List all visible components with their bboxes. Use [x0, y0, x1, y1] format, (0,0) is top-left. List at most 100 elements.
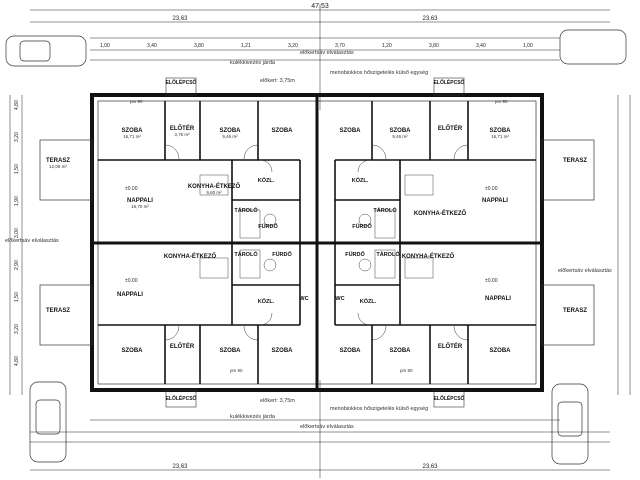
left-dimension-value: 3,20 [14, 132, 20, 142]
room-tarolo-bl: TÁROLÓ [234, 250, 258, 258]
half-dimension-top-left: 23,63 [172, 16, 188, 22]
area-nappali-tl: 16,70 m² [131, 204, 149, 209]
room-szoba-br2: SZOBA [390, 348, 412, 354]
room-konyha-tr: KONYHA-ÉTKEZŐ [414, 209, 467, 217]
room-szoba-tr3: SZOBA [490, 128, 512, 134]
room-szoba-tl1: SZOBA [122, 128, 144, 134]
entrance-steps [165, 77, 465, 408]
top-dimension-value: 1,20 [382, 43, 392, 49]
door-mark-4: pm 90 [400, 368, 413, 373]
room-szoba-br3: SZOBA [490, 348, 512, 354]
strip-label-top: előkertsáv elválasztás [300, 50, 354, 56]
room-elolepcso-tr: ELŐLÉPCSŐ [434, 78, 465, 86]
room-kozl-bl: KÖZL. [258, 298, 275, 305]
left-dimension-chain [9, 95, 631, 395]
top-dimension-value: 3,40 [147, 43, 157, 49]
room-kozl-tr: KÖZL. [352, 177, 369, 184]
room-kozl-tl: KÖZL. [258, 177, 275, 184]
interior-walls [98, 101, 536, 384]
room-elolepcso-br: ELŐLÉPCSŐ [434, 394, 465, 402]
car-bottom-left [29, 381, 67, 463]
strip-label-bottom: előkertsáv elválasztás [300, 424, 354, 430]
building-outline [90, 93, 544, 392]
top-dimension-value: 3,80 [194, 43, 204, 49]
room-furdo-tr: FÜRDŐ [352, 223, 372, 230]
room-eloter-tr: ELŐTÉR [438, 124, 463, 132]
left-dimension-value: 1,50 [14, 292, 20, 302]
door-mark-1: pm 90 [130, 99, 143, 104]
top-dimension-value: 3,70 [335, 43, 345, 49]
area-terasz-tl: 12,06 m² [49, 164, 67, 169]
garden-label-bottom: előkert: 3,75m [260, 398, 295, 404]
room-szoba-bl1: SZOBA [122, 348, 144, 354]
room-nappali-bl: NAPPALI [117, 292, 143, 298]
top-dimension-value: 1,21 [241, 43, 251, 49]
left-dimension-value: 3,20 [14, 324, 20, 334]
room-szoba-br1: SZOBA [340, 348, 362, 354]
room-konyha-tl: KONYHA-ÉTKEZŐ [188, 182, 241, 190]
area-eloter-tl: 3,76 m² [174, 132, 190, 137]
left-dimension-value: 4,80 [14, 100, 20, 110]
left-dimension-value: 2,90 [14, 260, 20, 270]
room-tarolo-tr: TÁROLÓ [373, 206, 397, 214]
room-eloter-bl: ELŐTÉR [170, 342, 195, 350]
top-dimension-value: 3,80 [429, 43, 439, 49]
level-mark-tl: ±0.00 [125, 186, 138, 192]
area-szoba-tl2: 9,46 m² [222, 134, 238, 139]
area-konyha-tl: 9,60 m² [206, 190, 222, 195]
level-mark-bl: ±0.00 [125, 278, 138, 284]
room-wc-br: WC [335, 296, 344, 302]
room-terasz-bl: TERASZ [46, 308, 70, 314]
terraces [39, 139, 595, 346]
room-szoba-tr1: SZOBA [340, 128, 362, 134]
car-top-left [5, 35, 87, 67]
car-bottom-right [551, 383, 589, 465]
room-nappali-br: NAPPALI [485, 296, 511, 302]
room-szoba-tl3: SZOBA [272, 128, 294, 134]
left-dimension-value: 1,50 [14, 164, 20, 174]
room-nappali-tr: NAPPALI [482, 198, 508, 204]
door-swings [164, 144, 469, 341]
room-wc-bl: WC [299, 296, 308, 302]
room-eloter-br: ELŐTÉR [438, 342, 463, 350]
half-dimension-bottom-left: 23,63 [172, 464, 188, 470]
top-dimension-value: 1,00 [523, 43, 533, 49]
room-szoba-bl3: SZOBA [272, 348, 294, 354]
area-szoba-tr3: 16,71 m² [491, 134, 509, 139]
room-nappali-tl: NAPPALI [127, 198, 153, 204]
left-dimension-value: 4,80 [14, 356, 20, 366]
room-szoba-tl2: SZOBA [220, 128, 242, 134]
room-elolepcso-tl: ELŐLÉPCSŐ [166, 78, 197, 86]
door-mark-3: pm 90 [230, 368, 243, 373]
path-label-bottom: kulékkivezés járda [230, 414, 276, 420]
car-top-right [559, 29, 627, 65]
room-terasz-tl: TERASZ [46, 158, 70, 164]
left-dimension-value: 1,90 [14, 196, 20, 206]
room-furdo-bl: FÜRDŐ [272, 251, 292, 258]
level-mark-br: ±0.00 [485, 278, 498, 284]
left-dimension-value: 3,00 [14, 228, 20, 238]
path-label-top: kulékkivezés járda [230, 60, 276, 66]
side-label-left: előkertsáv elválasztás [5, 238, 59, 244]
fence-label-top: menobiokkos hőszigetelés külső egység [330, 70, 428, 76]
left-dimension-values: 4,80 3,20 1,50 1,90 3,00 2,90 1,50 3,20 4,80 [14, 100, 20, 366]
area-szoba-tl1: 16,71 m² [123, 134, 141, 139]
room-furdo-tl: FÜRDŐ [258, 223, 278, 230]
room-kozl-br: KÖZL. [360, 298, 377, 305]
area-szoba-tr2: 9,46 m² [392, 134, 408, 139]
room-szoba-bl2: SZOBA [220, 348, 242, 354]
fence-label-bottom: menobiokkos hőszigetelés külső egység [330, 406, 428, 412]
room-elolepcso-bl: ELŐLÉPCSŐ [166, 394, 197, 402]
top-dimension-value: 1,00 [100, 43, 110, 49]
room-eloter-tl: ELŐTÉR [170, 124, 195, 132]
overall-dimension: 47,53 [311, 3, 329, 10]
side-label-right: előkertsáv elválasztás [558, 268, 612, 274]
room-konyha-bl: KONYHA-ÉTKEZŐ [164, 252, 217, 260]
fixtures [199, 174, 434, 279]
room-terasz-br: TERASZ [563, 308, 587, 314]
door-mark-2: pm 90 [495, 99, 508, 104]
room-tarolo-br: TÁROLÓ [376, 250, 400, 258]
half-dimension-top-right: 23,63 [422, 16, 438, 22]
